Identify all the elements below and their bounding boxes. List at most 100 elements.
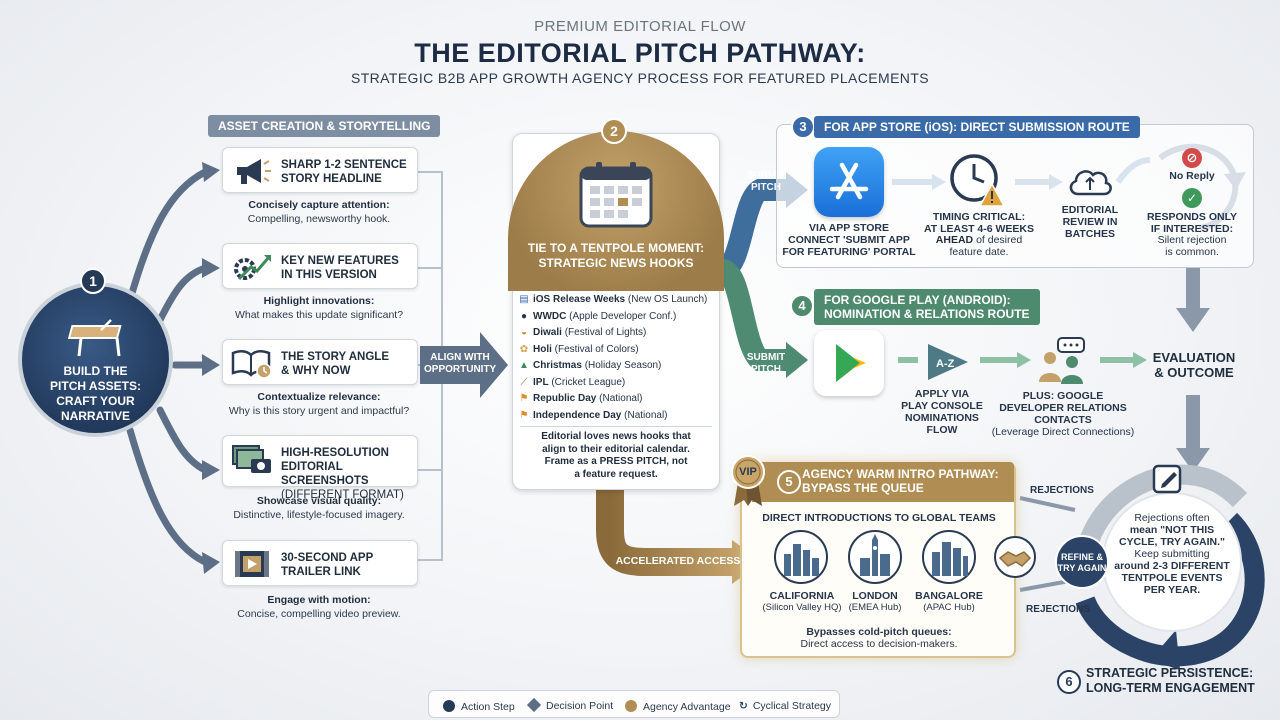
asset-title: EDITORIAL SCREENSHOTS xyxy=(281,461,369,487)
asset-desc: Highlight innovations:What makes this up… xyxy=(208,294,430,322)
pencil-note-icon xyxy=(1152,464,1182,494)
align-line: ALIGN WITH xyxy=(430,352,490,363)
event-item: ⟋IPL (Cricket League) xyxy=(518,375,718,392)
step6-line: LONG-TERM ENGAGEMENT xyxy=(1086,681,1255,695)
plus-line: DEVELOPER RELATIONS xyxy=(999,402,1127,414)
event-item: ◒Diwali (Festival of Lights) xyxy=(518,325,718,342)
asset-title-note: (DIFFERENT FORMAT) xyxy=(281,489,404,501)
submit-line: SUBMIT xyxy=(746,352,786,363)
step2-number-badge: 2 xyxy=(601,118,627,144)
ios-responds-text: RESPONDS ONLY IF INTERESTED: Silent reje… xyxy=(1140,211,1244,258)
cycle-line: TENTPOLE EVENTS xyxy=(1121,572,1223,584)
fanout-arrows xyxy=(126,168,209,566)
agency-header-line: AGENCY WARM INTRO PATHWAY: xyxy=(802,467,999,481)
legend-cyclical: ↻Cyclical Strategy xyxy=(739,700,831,712)
asset-desc-bold: Showcase visual quality: xyxy=(256,495,382,507)
asset-desc: Contextualize relevance: Why is this stor… xyxy=(208,390,430,418)
android-plus-text: PLUS: GOOGLE DEVELOPER RELATIONS CONTACT… xyxy=(990,390,1136,438)
evaluation-outcome-label: EVALUATION & OUTCOME xyxy=(1146,350,1242,380)
step1-circle: BUILD THE PITCH ASSETS: CRAFT YOUR NARRA… xyxy=(18,282,173,437)
india-flag-icon: ⚑ xyxy=(519,393,529,404)
holi-colors-icon: ✿ xyxy=(519,343,529,355)
agency-bypass-text: Bypasses cold-pitch queues: Direct acces… xyxy=(748,626,1010,650)
apply-line: APPLY VIA xyxy=(914,388,970,400)
submit-line: PITCH xyxy=(751,364,781,375)
asset-section-tag: ASSET CREATION & STORYTELLING xyxy=(208,115,441,137)
agency-direct-text: DIRECT INTRODUCTIONS TO GLOBAL TEAMS xyxy=(762,512,996,524)
google-play-icon xyxy=(814,330,884,396)
align-line: OPPORTUNITY xyxy=(424,364,497,375)
agency-dot-icon xyxy=(625,700,637,712)
step2-note-line: Frame as a PRESS PITCH, not xyxy=(544,456,688,467)
refine-line: TRY AGAIN xyxy=(1057,563,1107,573)
calendar-small-icon: ▤ xyxy=(519,294,529,305)
cycle-line: around 2-3 DIFFERENT xyxy=(1114,560,1230,572)
cycle-line: CYCLE, TRY AGAIN." xyxy=(1118,536,1226,548)
cycle-text: Rejections often mean "NOT THIS CYCLE, T… xyxy=(1106,512,1238,596)
step2-note-line: a feature request. xyxy=(574,468,658,480)
android-header-line: NOMINATION & RELATIONS ROUTE xyxy=(824,307,1030,321)
event-item: ●WWDC (Apple Developer Conf.) xyxy=(518,309,718,326)
cycle-center xyxy=(1102,492,1242,632)
ios-panel-header: FOR APP STORE (iOS): DIRECT SUBMISSION R… xyxy=(814,116,1140,138)
asset-desc-text: Compelling, newsworthy hook. xyxy=(247,213,391,225)
step2-title: TIE TO A TENTPOLE MOMENT: STRATEGIC NEWS… xyxy=(512,241,720,271)
diamond-icon xyxy=(526,697,542,713)
city-hub: (Silicon Valley HQ) xyxy=(762,602,842,613)
asset-desc-text: Why is this story urgent and impactful? xyxy=(228,405,410,417)
cycle-line: Keep submitting xyxy=(1134,548,1210,560)
asset-title: KEY NEW FEATURES xyxy=(281,255,399,267)
page-title: THE EDITORIAL PITCH PATHWAY: xyxy=(414,38,866,68)
london-skyline-icon xyxy=(848,530,902,584)
legend-label: Action Step xyxy=(461,701,515,713)
step1-number-badge: 1 xyxy=(80,268,106,294)
event-name: WWDC xyxy=(533,310,567,322)
growth-gear-icon xyxy=(234,255,271,281)
responds-line: RESPONDS ONLY xyxy=(1146,211,1238,223)
check-icon: ✓ xyxy=(1182,188,1202,208)
asset-title: 30-SECOND APP xyxy=(281,552,374,564)
portal-line: CONNECT 'SUBMIT APP xyxy=(788,234,910,246)
event-name: Holi xyxy=(533,343,552,355)
book-clock-icon xyxy=(231,350,272,379)
step3-number-badge: 3 xyxy=(791,115,815,139)
event-name: Independence Day xyxy=(533,409,622,421)
event-name: Diwali xyxy=(533,327,562,338)
vip-badge-icon xyxy=(731,455,765,506)
portal-line: FOR FEATURING' PORTAL xyxy=(782,246,916,258)
evaluation-line: & OUTCOME xyxy=(1154,365,1234,380)
city-hub: (APAC Hub) xyxy=(923,602,975,613)
review-line: REVIEW IN xyxy=(1062,216,1118,228)
step1-label-line4: NARRATIVE xyxy=(60,409,131,423)
legend-agency: Agency Advantage xyxy=(625,700,731,713)
step6-label: STRATEGIC PERSISTENCE: LONG-TERM ENGAGEM… xyxy=(1086,666,1255,696)
review-line: BATCHES xyxy=(1065,228,1115,240)
legend-action: Action Step xyxy=(443,700,515,713)
plus-line: (Leverage Direct Connections) xyxy=(991,426,1135,438)
asset-desc-bold: Contextualize relevance: xyxy=(257,391,381,403)
asset-card-story-angle[interactable]: THE STORY ANGLE& WHY NOW xyxy=(222,339,418,385)
rejections-bottom-label: REJECTIONS xyxy=(1026,604,1090,615)
legend-label: Decision Point xyxy=(546,700,614,712)
app-store-icon xyxy=(814,147,884,217)
event-name: Republic Day xyxy=(533,393,597,404)
legend-decision: Decision Point xyxy=(526,697,614,713)
align-label: ALIGN WITH OPPORTUNITY xyxy=(424,352,496,376)
kicker-text: PREMIUM EDITORIAL FLOW xyxy=(534,18,746,35)
step2-note-line: align to their editorial calendar. xyxy=(542,443,690,455)
step1-label-line2: PITCH ASSETS: xyxy=(50,379,141,393)
step2-note: Editorial loves news hooks that align to… xyxy=(514,431,718,481)
event-note: (Festival of Lights) xyxy=(564,327,647,338)
event-note: (Festival of Colors) xyxy=(554,343,639,355)
asset-desc-text: What makes this update significant? xyxy=(234,309,404,321)
cycle-line: Rejections often xyxy=(1134,512,1210,524)
camera-photos-icon xyxy=(232,445,271,473)
event-note: (National) xyxy=(599,393,643,404)
apply-line: PLAY CONSOLE xyxy=(901,400,983,412)
cycle-line: mean "NOT THIS xyxy=(1129,524,1215,536)
drafting-desk-icon xyxy=(67,319,122,357)
